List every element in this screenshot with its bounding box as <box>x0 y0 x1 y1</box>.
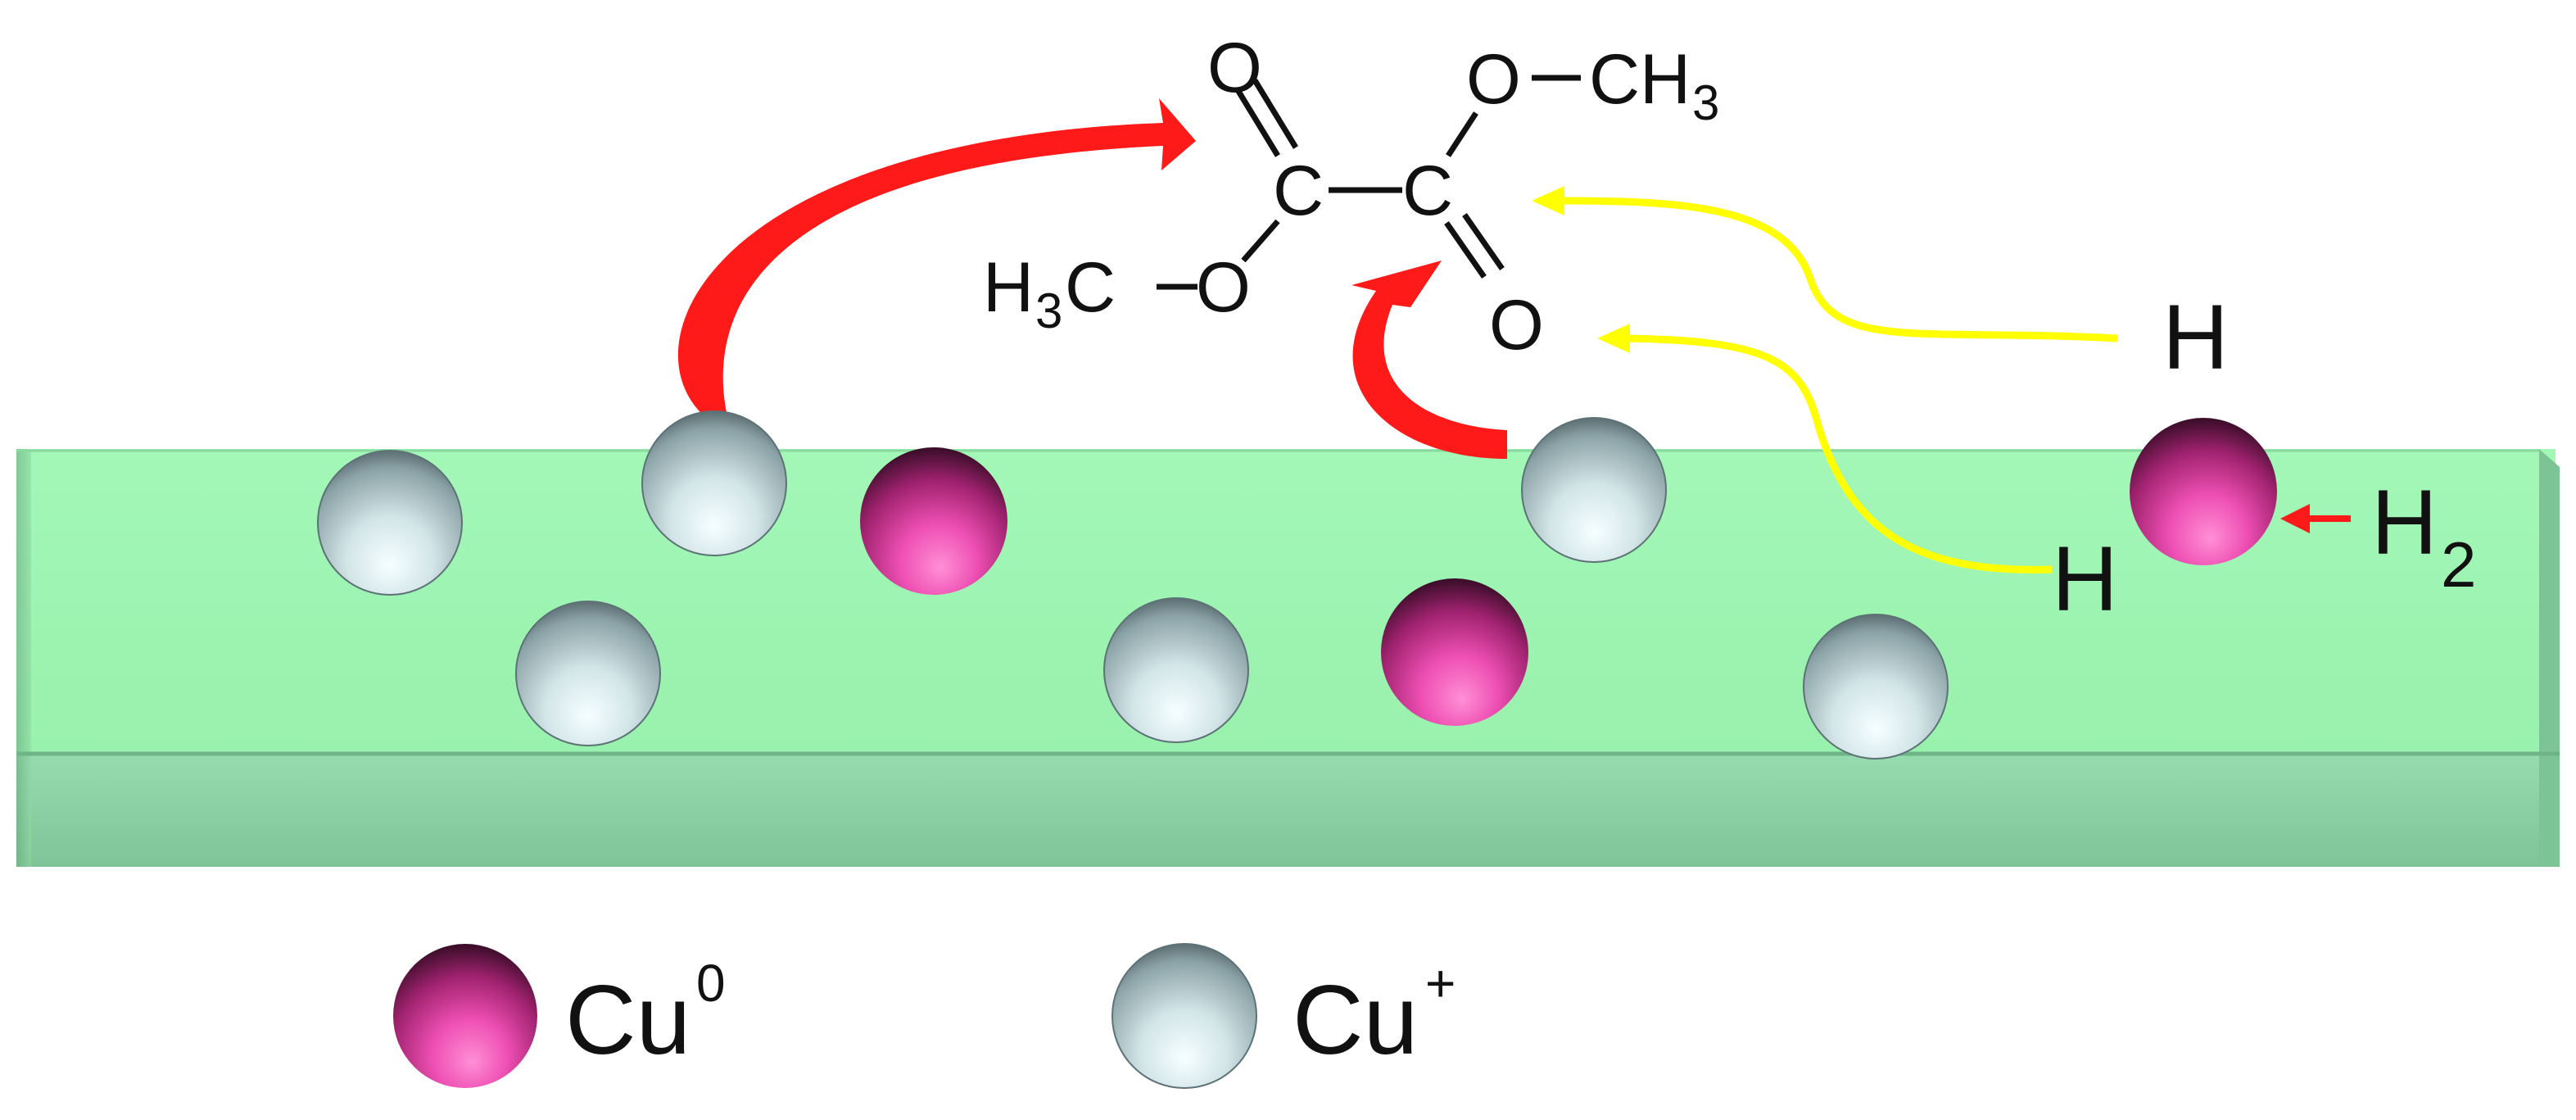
h2-main: H <box>2371 471 2438 574</box>
cu-plus-particle <box>641 410 787 556</box>
legend-cu0-superscript: 0 <box>696 954 726 1013</box>
methyl-left-h: H <box>983 248 1034 327</box>
methyl-group-left: H 3 C <box>983 248 1116 338</box>
atom-o-lower-right: O <box>1489 286 1544 365</box>
methyl-right-sub: 3 <box>1692 75 1719 130</box>
bond-c2-o-double-b <box>1462 212 1505 271</box>
bond-c2-o-single <box>1446 111 1478 157</box>
copper-particles <box>317 410 2277 760</box>
bond-c1-o-single <box>1241 219 1280 263</box>
h-atom-lower: H <box>2052 528 2118 630</box>
atom-c-right: C <box>1402 152 1453 230</box>
cu0-particle <box>860 447 1007 595</box>
red-arrow-to-carbonyl-o <box>677 98 1196 418</box>
legend-cu-plus-label: Cu <box>1293 965 1418 1075</box>
red-arrow-to-ester-o <box>1351 261 1507 459</box>
methyl-left-sub: 3 <box>1035 283 1062 338</box>
dimethyl-oxalate-molecule: O C C O O O C H 3 H 3 C <box>983 29 1719 365</box>
legend: Cu 0 Cu + <box>393 943 1456 1089</box>
support-right-bevel <box>2539 449 2560 867</box>
cu-plus-particle <box>317 450 463 596</box>
cu-plus-particle <box>1103 597 1249 743</box>
h-atom-upper: H <box>2162 286 2229 388</box>
red-arrows <box>677 98 2351 533</box>
yellow-arrow-upper <box>1555 197 2118 342</box>
bond-c1-o-double-a <box>1234 87 1280 157</box>
support-front-face <box>16 752 2560 867</box>
h2-subscript: 2 <box>2441 528 2476 601</box>
bond-c1-o-double-b <box>1252 79 1298 149</box>
methyl-group-right: C H 3 <box>1589 40 1719 130</box>
methyl-right-c: C <box>1589 40 1640 119</box>
cu0-particle <box>2130 418 2277 565</box>
support-left-bevel <box>16 449 31 867</box>
cu0-particle <box>1381 578 1528 726</box>
methyl-left-c: C <box>1065 248 1116 327</box>
cu-plus-particle <box>1521 417 1667 563</box>
cu-plus-particle <box>1803 614 1949 760</box>
yellow-arrow-upper-head <box>1532 186 1564 215</box>
legend-cu0-swatch <box>393 944 537 1088</box>
legend-cu-plus-swatch <box>1112 944 1256 1088</box>
red-arrow-h2-head <box>2280 504 2310 533</box>
atom-o-upper-right: O <box>1466 40 1521 119</box>
methyl-right-h: H <box>1640 40 1691 119</box>
atom-o-top: O <box>1207 29 1262 107</box>
legend-cu-plus-superscript: + <box>1425 954 1456 1013</box>
h2-molecule-label: H 2 <box>2371 471 2476 601</box>
legend-item-cu0: Cu 0 <box>393 944 726 1088</box>
cu-plus-particle <box>515 601 661 746</box>
atom-o-lower-left: O <box>1196 248 1251 327</box>
legend-cu0-label: Cu <box>565 965 690 1075</box>
yellow-arrows <box>1532 186 2118 574</box>
atom-c-left: C <box>1273 152 1324 230</box>
yellow-arrow-lower-head <box>1597 324 1630 353</box>
bond-c2-o-double-a <box>1444 220 1487 279</box>
hydrogen-labels: H H H 2 <box>2052 286 2476 630</box>
legend-item-cu-plus: Cu + <box>1111 943 1456 1089</box>
yellow-arrow-lower <box>1621 334 2053 574</box>
